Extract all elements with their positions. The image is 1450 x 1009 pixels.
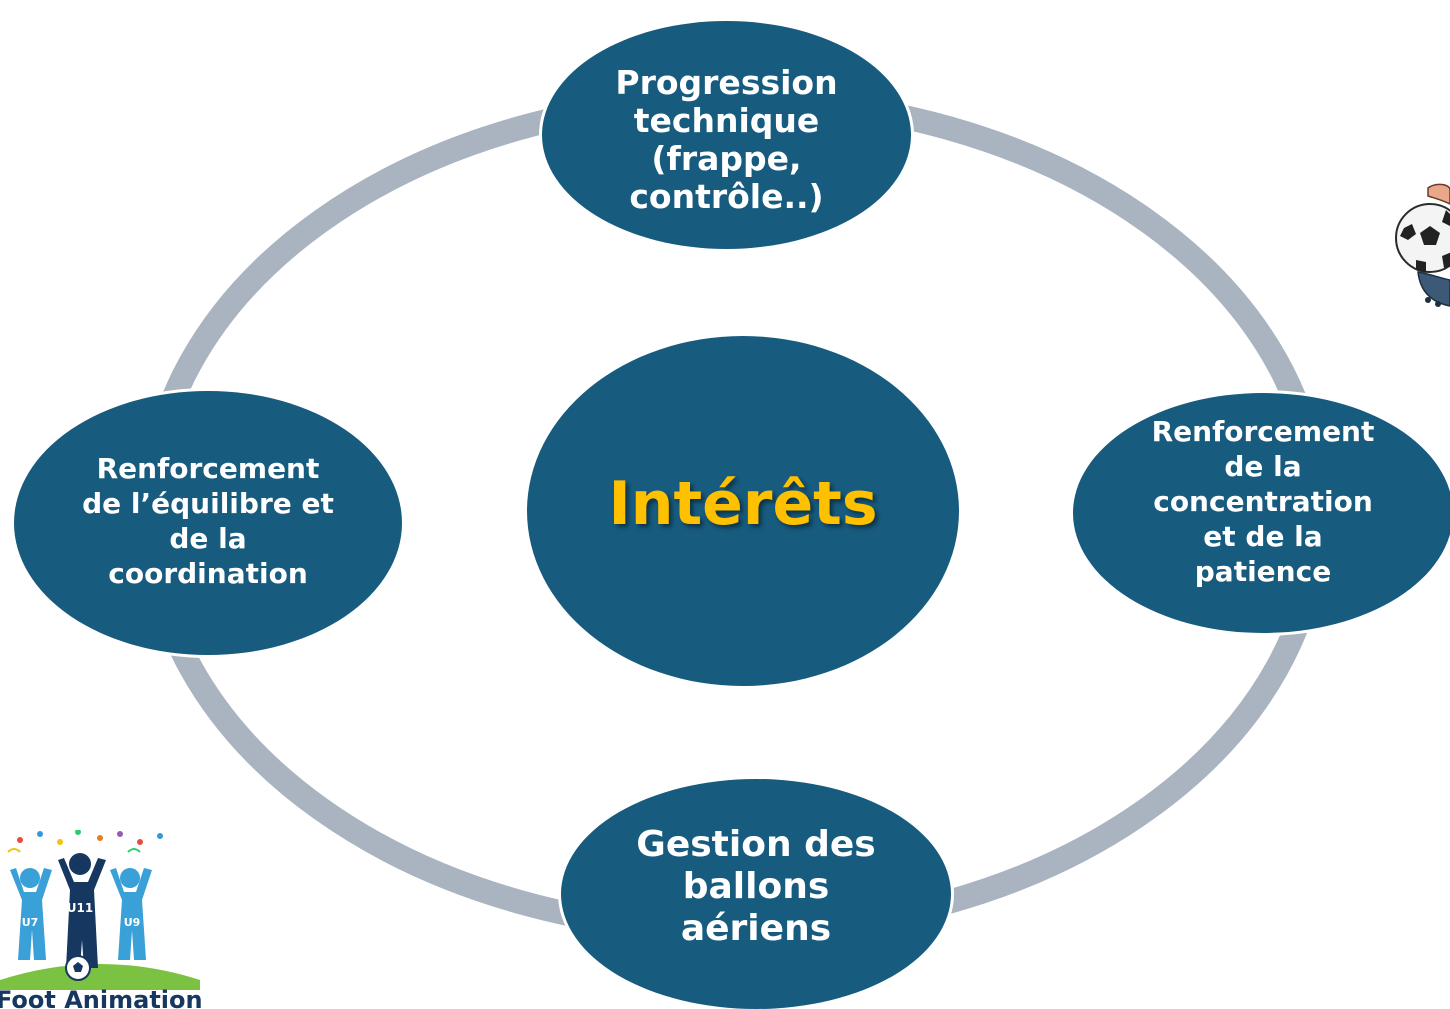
- node-equilibre-coordination-label: Renforcement de l’équilibre et de la coo…: [82, 452, 334, 590]
- logo-soccer-ball-icon: [65, 955, 91, 981]
- node-equilibre-coordination: Renforcement de l’équilibre et de la coo…: [11, 388, 405, 658]
- player-figure-u7-icon: [10, 868, 52, 960]
- player-figure-u11-icon: [58, 853, 106, 968]
- node-concentration-patience: Renforcement de la concentration et de l…: [1070, 390, 1450, 636]
- node-progression-technique: Progression technique (frappe, contrôle.…: [539, 18, 914, 252]
- center-title: Intérêts: [608, 469, 878, 539]
- node-concentration-patience-label: Renforcement de la concentration et de l…: [1151, 414, 1375, 588]
- badge-u9: U9: [124, 916, 141, 929]
- badge-u11: U11: [67, 901, 93, 915]
- node-ballons-aeriens-label: Gestion des ballons aériens: [636, 824, 876, 949]
- badge-u7: U7: [22, 916, 39, 929]
- node-progression-technique-label: Progression technique (frappe, contrôle.…: [615, 63, 838, 216]
- foot-animation-logo: U7 U11 U9: [0, 830, 200, 990]
- soccer-ball-and-boot-icon: [1395, 183, 1450, 307]
- confetti-icon: [7, 830, 163, 853]
- node-ballons-aeriens: Gestion des ballons aériens: [558, 776, 954, 1009]
- logo-wordmark: Foot Animation: [0, 986, 203, 1009]
- node-center-interets: Intérêts: [524, 333, 962, 689]
- player-figure-u9-icon: [110, 868, 152, 960]
